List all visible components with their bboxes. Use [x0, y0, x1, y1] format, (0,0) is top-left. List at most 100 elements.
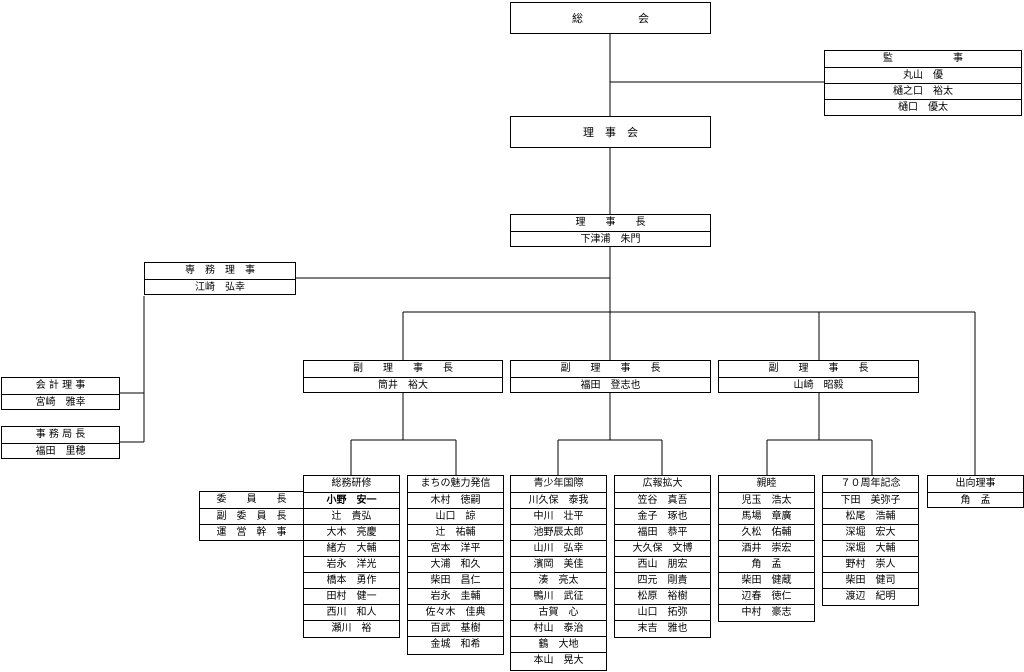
committee-member: 古賀 心: [511, 604, 606, 620]
committee-member: 小野 安一: [304, 492, 399, 508]
committee-member: 大久保 文博: [615, 540, 710, 556]
committee-member: 四元 剛貴: [615, 572, 710, 588]
committee-member: 百武 基樹: [408, 620, 503, 636]
committee-member: 柴田 健司: [823, 572, 918, 588]
committee-name: ７０周年記念: [840, 478, 901, 489]
committee-member: 角 孟: [719, 556, 814, 572]
vice-president-box: 副 理 事 長 筒井 裕大: [303, 360, 503, 393]
vice-president-box: 副 理 事 長 山崎 昭毅: [718, 360, 919, 393]
committee-member: 角 孟: [928, 492, 1023, 508]
committee-box-town-appeal: まちの魅力発信 木村 徳嗣 山口 諒 辻 祐輔 宮本 洋平 大浦 和久 柴田 昌…: [407, 475, 504, 655]
secretary-general-box: 事 務 局 長 福田 里穂: [1, 426, 120, 459]
committee-name: まちの魅力発信: [420, 478, 491, 489]
committee-box-70th-anniversary: ７０周年記念 下田 美弥子 松尾 浩輔 深堀 宏大 深堀 大輔 野村 崇人 柴田…: [822, 475, 919, 606]
role-labels-box: 委 員 長 副 委 員 長 運 営 幹 事: [199, 491, 304, 541]
committee-member: 池野辰太郎: [511, 524, 606, 540]
committee-member: 辺春 徳仁: [719, 588, 814, 604]
auditor-name: 樋口 優太: [825, 99, 1021, 115]
committee-member: 木村 徳嗣: [408, 492, 503, 508]
vice-president-title: 副 理 事 長: [353, 363, 453, 374]
board-box: 理 事 会: [510, 116, 711, 148]
auditors-box: 監 事 丸山 優 樋之口 裕太 樋口 優太: [824, 50, 1022, 116]
committee-member: 笠谷 真吾: [615, 492, 710, 508]
executive-director-name: 江崎 弘幸: [145, 279, 295, 295]
committee-member: 金城 和希: [408, 636, 503, 652]
committee-member: 宮本 洋平: [408, 540, 503, 556]
committee-member: 柴田 昌仁: [408, 572, 503, 588]
committee-member: 松原 裕樹: [615, 588, 710, 604]
committee-box-general-affairs: 総務研修 小野 安一 辻 貴弘 大木 亮慶 緒方 大輔 岩永 洋光 橋本 勇作 …: [303, 475, 400, 638]
auditor-name: 樋之口 裕太: [825, 83, 1021, 99]
committee-member: 佐々木 佳典: [408, 604, 503, 620]
committee-member: 西山 朋宏: [615, 556, 710, 572]
vice-president-name: 福田 登志也: [511, 377, 710, 393]
committee-name: 総務研修: [331, 478, 372, 489]
committee-member: 山口 拓弥: [615, 604, 710, 620]
committee-member: 酒井 崇宏: [719, 540, 814, 556]
committee-box-fellowship: 親睦 児玉 浩太 馬場 章廣 久松 佑輔 酒井 崇宏 角 孟 柴田 健蔵 辺春 …: [718, 475, 815, 622]
committee-member: 橋本 勇作: [304, 572, 399, 588]
secretary-general-name: 福田 里穂: [2, 443, 119, 459]
auditor-name: 丸山 優: [825, 67, 1021, 83]
vice-president-title: 副 理 事 長: [768, 363, 869, 374]
committee-member: 辻 祐輔: [408, 524, 503, 540]
committee-member: 柴田 健蔵: [719, 572, 814, 588]
executive-director-title: 専 務 理 事: [185, 265, 255, 276]
committee-member: 福田 恭平: [615, 524, 710, 540]
committee-member: 大浦 和久: [408, 556, 503, 572]
vice-president-name: 筒井 裕大: [304, 377, 502, 393]
committee-member: 久松 佑輔: [719, 524, 814, 540]
president-title: 理 事 長: [575, 217, 646, 228]
secretary-general-title: 事 務 局 長: [35, 429, 86, 440]
committee-member: 岩永 圭輔: [408, 588, 503, 604]
auditors-title: 監 事: [883, 53, 963, 64]
vice-president-title: 副 理 事 長: [560, 363, 661, 374]
committee-member: 岩永 洋光: [304, 556, 399, 572]
committee-member: 下田 美弥子: [823, 492, 918, 508]
role-label-manager: 運 営 幹 事: [200, 524, 303, 540]
president-name: 下津浦 朱門: [511, 231, 710, 247]
committee-box-pr-expansion: 広報拡大 笠谷 真吾 金子 琢也 福田 恭平 大久保 文博 西山 朋宏 四元 剛…: [614, 475, 711, 638]
committee-member: 野村 崇人: [823, 556, 918, 572]
committee-name: 親睦: [756, 478, 777, 489]
committee-member: 渡辺 紀明: [823, 588, 918, 604]
committee-member: 松尾 浩輔: [823, 508, 918, 524]
committee-box-youth-international: 青少年国際 川久保 泰我 中川 壮平 池野辰太郎 山川 弘幸 濱岡 美佳 湊 亮…: [510, 475, 607, 671]
committee-member: 鶴 大地: [511, 636, 606, 652]
committee-name: 広報拡大: [642, 478, 683, 489]
president-box: 理 事 長 下津浦 朱門: [510, 214, 711, 247]
committee-name: 青少年国際: [533, 478, 584, 489]
executive-director-box: 専 務 理 事 江崎 弘幸: [144, 262, 296, 295]
accounting-director-name: 宮崎 雅幸: [2, 394, 119, 410]
committee-member: 馬場 章廣: [719, 508, 814, 524]
committee-member: 辻 貴弘: [304, 508, 399, 524]
committee-member: 児玉 浩太: [719, 492, 814, 508]
committee-member: 大木 亮慶: [304, 524, 399, 540]
committee-member: 田村 健一: [304, 588, 399, 604]
vice-president-name: 山崎 昭毅: [719, 377, 918, 393]
committee-name: 出向理事: [955, 478, 996, 489]
role-label-vice-chair: 副 委 員 長: [200, 508, 303, 524]
accounting-director-title: 会 計 理 事: [35, 380, 86, 391]
role-label-chair: 委 員 長: [216, 494, 287, 505]
committee-member: 川久保 泰我: [511, 492, 606, 508]
committee-member: 山川 弘幸: [511, 540, 606, 556]
committee-member: 深堀 大輔: [823, 540, 918, 556]
accounting-director-box: 会 計 理 事 宮崎 雅幸: [1, 377, 120, 410]
vice-president-box: 副 理 事 長 福田 登志也: [510, 360, 711, 393]
committee-member: 西川 和人: [304, 604, 399, 620]
board-label: 理 事 会: [583, 126, 638, 139]
committee-member: 緒方 大輔: [304, 540, 399, 556]
committee-member: 中村 豪志: [719, 604, 814, 620]
committee-member: 深堀 宏大: [823, 524, 918, 540]
committee-member: 村山 泰治: [511, 620, 606, 636]
general-assembly-box: 総 会: [510, 2, 711, 34]
committee-member: 末吉 雅也: [615, 620, 710, 636]
committee-member: 本山 晃大: [511, 652, 606, 668]
committee-member: 湊 亮太: [511, 572, 606, 588]
general-assembly-label: 総 会: [572, 12, 649, 25]
committee-member: 山口 諒: [408, 508, 503, 524]
committee-member: 濱岡 美佳: [511, 556, 606, 572]
committee-member: 鴨川 武征: [511, 588, 606, 604]
